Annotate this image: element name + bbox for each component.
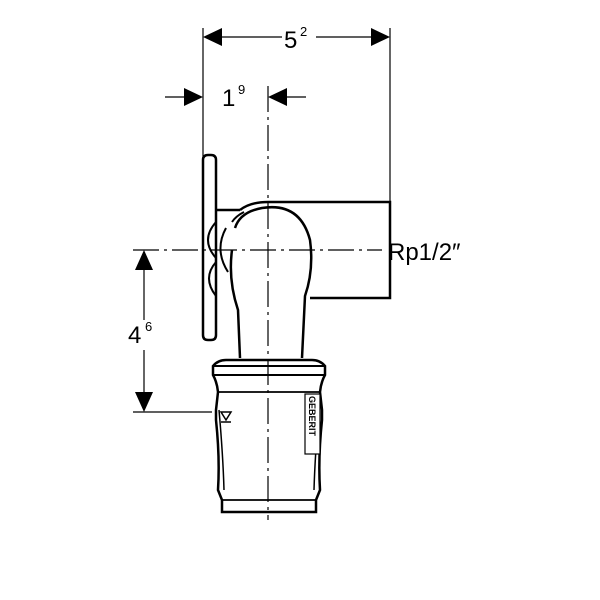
flange-mount-hole-top [207,221,217,259]
flange-mount-hole-bottom [208,261,217,297]
brand-text: GEBERIT [307,396,317,437]
width-exponent: 2 [300,24,307,39]
mounting-flange [201,153,240,342]
brand-label-box [304,393,321,455]
offset-exponent: 9 [238,82,245,97]
dimension-height: 4 6 [128,250,212,413]
press-indicator-icon [219,411,233,422]
press-connector: GEBERIT [211,358,327,514]
arrowhead-left [203,28,222,46]
arrowhead-right [371,28,390,46]
thread-label: Rp1/2″ [388,239,461,266]
elbow-collar-top [231,211,245,223]
connector-left-groove [218,409,225,491]
outlet-body-outline [239,200,392,300]
elbow-collar-left [219,227,229,273]
arrowhead-right-pointing [184,88,203,106]
dimension-flange-offset: 1 9 [165,82,306,112]
width-value: 5 [284,27,297,54]
height-value: 4 [128,322,141,349]
arrowhead-left-pointing [268,88,287,106]
elbow-body [219,200,392,359]
dimension-overall-width: 5 2 [202,24,391,202]
height-exponent: 6 [145,319,152,334]
offset-value: 1 [222,85,235,112]
elbow-outer-curve [233,205,313,359]
flange-plate [201,153,218,342]
elbow-inner-curve [229,249,242,359]
arrowhead-down [135,392,153,412]
arrowhead-up [135,250,153,270]
